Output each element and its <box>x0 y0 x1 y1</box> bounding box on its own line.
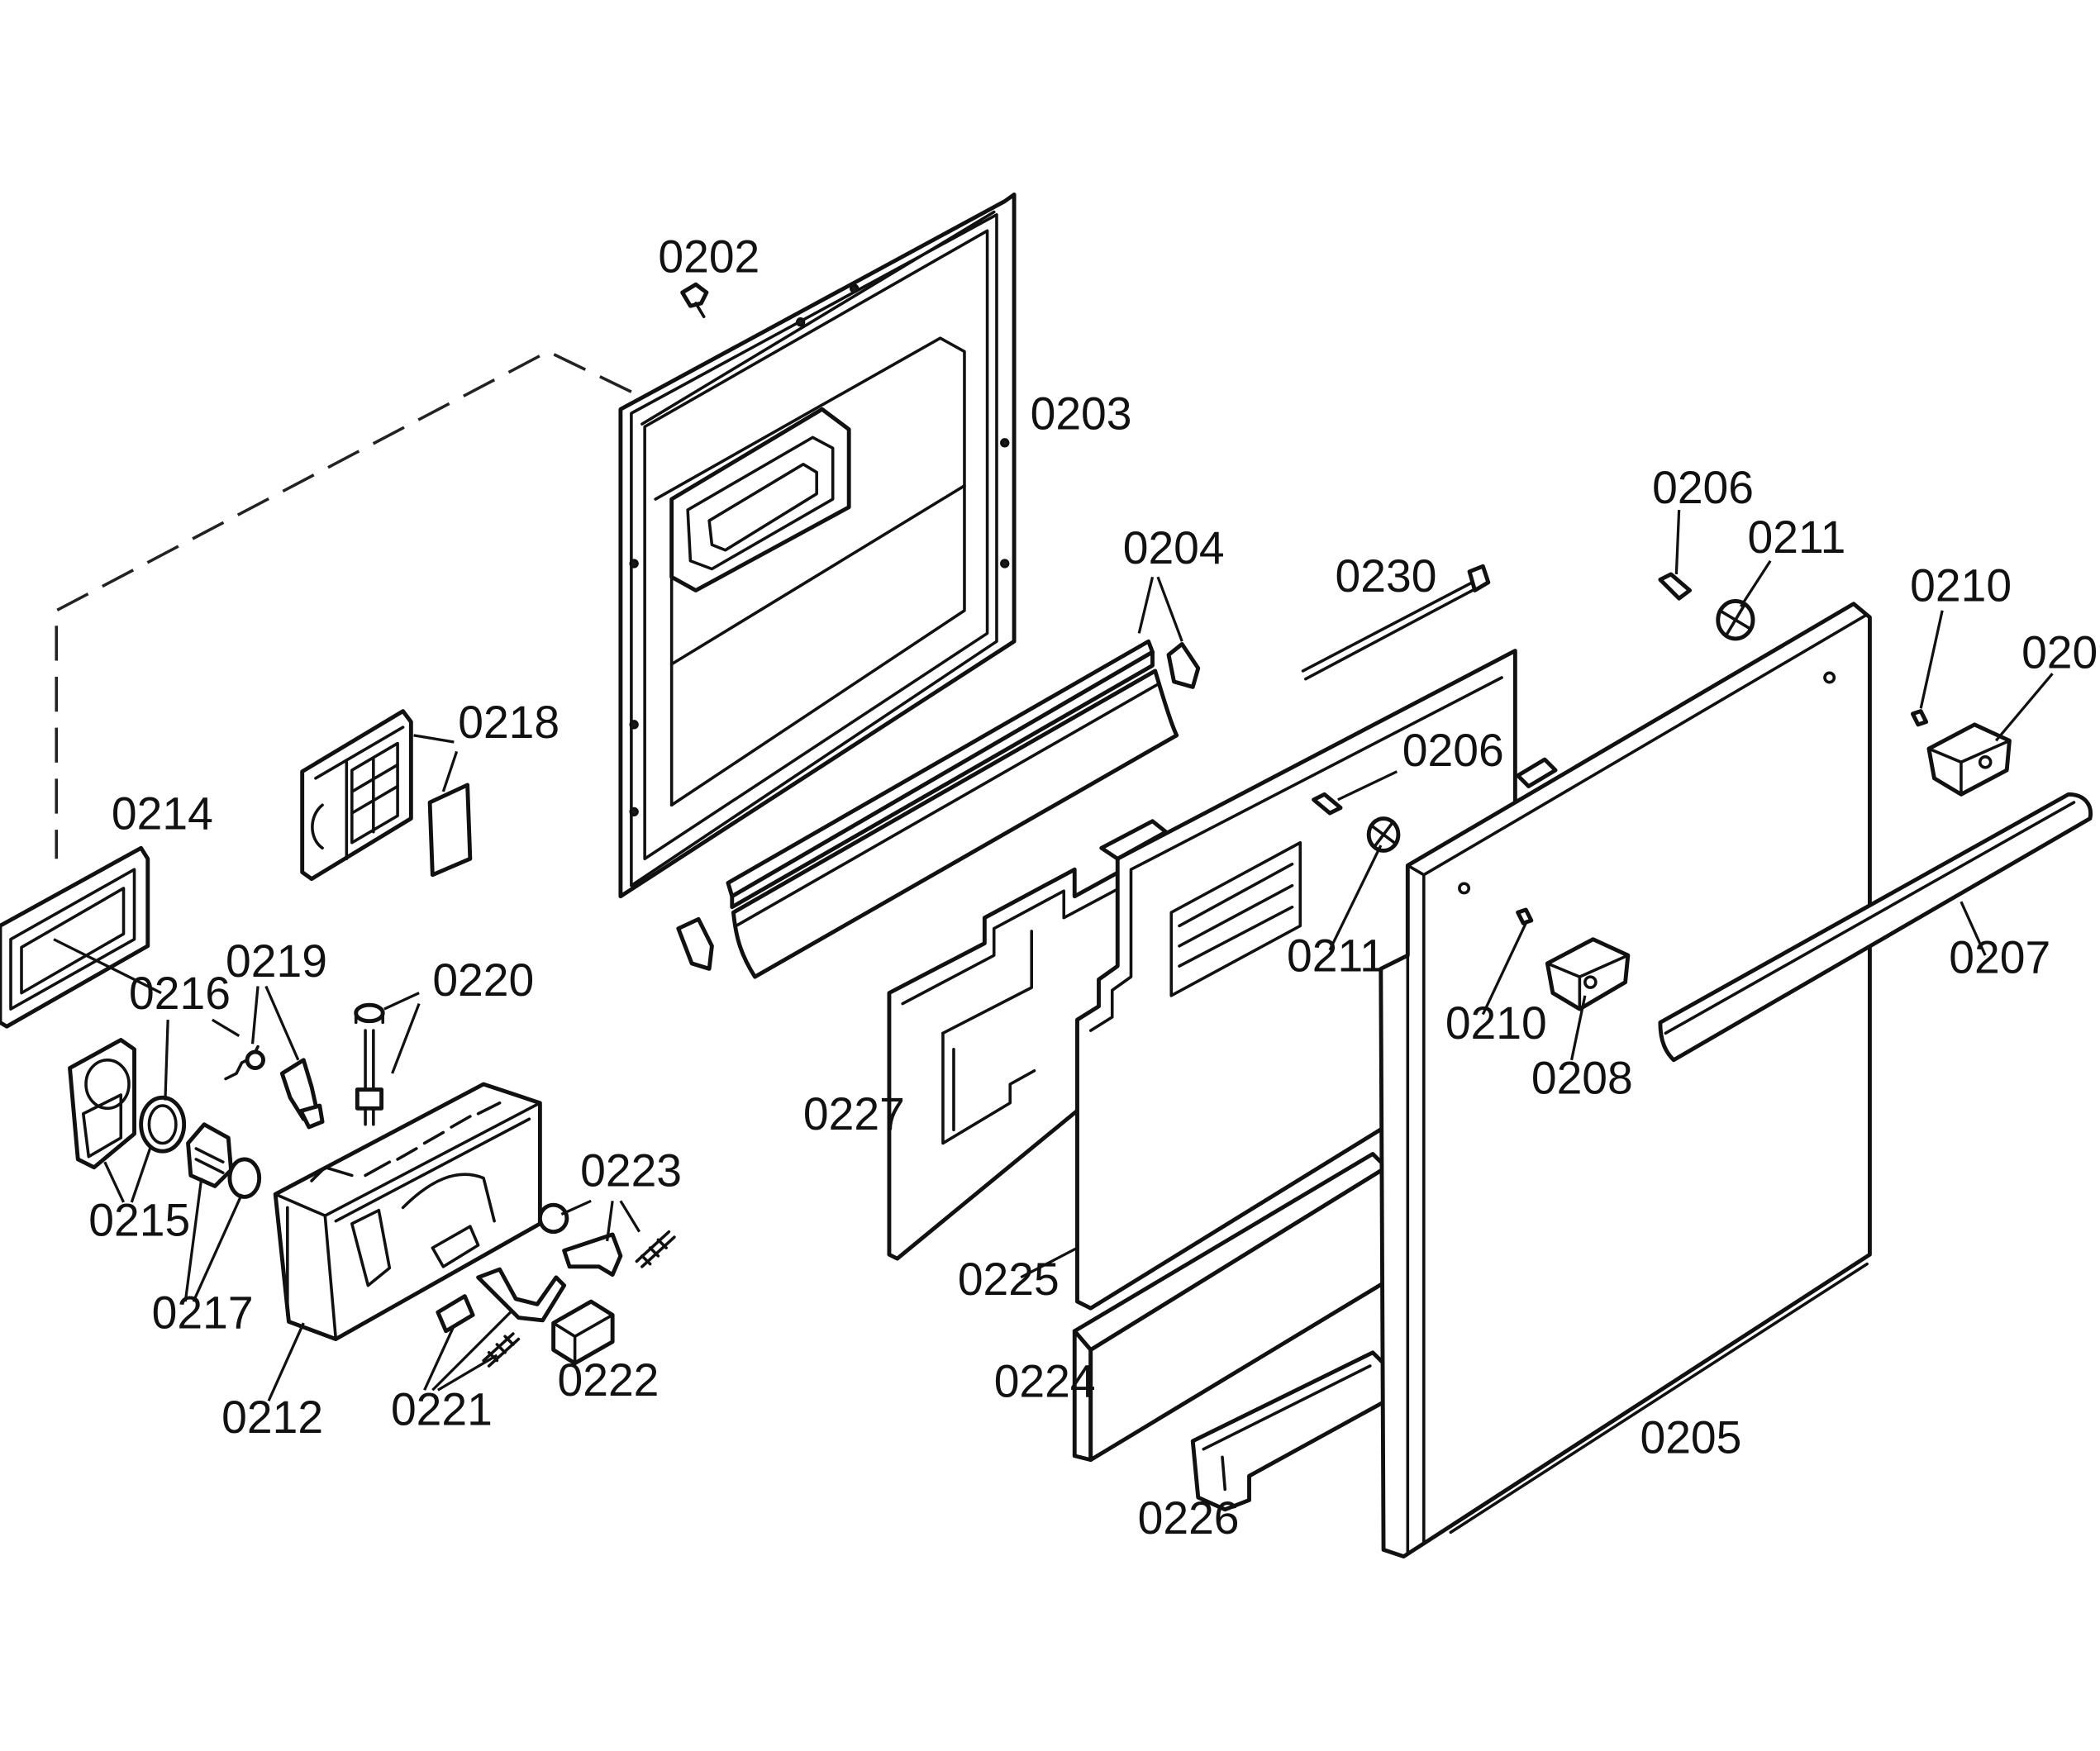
valve-stem <box>354 1002 385 1126</box>
label-0216: 0216 <box>129 968 231 1019</box>
door-handle-bar <box>1658 792 2093 1063</box>
door-switch <box>551 1299 615 1366</box>
latch-lever <box>562 1232 623 1278</box>
vent-assembly <box>300 709 473 882</box>
label-0207: 0207 <box>1949 931 2050 983</box>
label-0206-upper: 0206 <box>1652 462 1754 513</box>
hinge-washer-icon <box>1716 599 1755 641</box>
label-0221: 0221 <box>391 1383 493 1435</box>
label-0220: 0220 <box>432 954 534 1006</box>
door-trim-strip <box>676 639 1201 979</box>
outer-door-panel <box>1379 602 1872 1559</box>
o-ring-icon <box>227 1157 262 1199</box>
label-0211-upper: 0211 <box>1748 512 1846 563</box>
inner-door-panel <box>618 193 1017 899</box>
label-0211-lower: 0211 <box>1287 930 1385 982</box>
dispenser-housing <box>273 1082 542 1341</box>
label-0218: 0218 <box>458 697 560 748</box>
dispenser-cap <box>186 1122 233 1188</box>
handle-end-cap-left <box>1545 937 1631 1011</box>
assembly-guide-line <box>55 350 632 859</box>
label-0209: 0209 <box>2021 627 2100 678</box>
label-0225: 0225 <box>958 1254 1060 1305</box>
label-0224: 0224 <box>994 1355 1096 1406</box>
insulation-pad-front <box>1075 649 1558 1311</box>
label-0208: 0208 <box>1531 1052 1633 1103</box>
label-0203: 0203 <box>1031 388 1132 440</box>
handle-end-cap-right <box>1926 722 2012 797</box>
label-0219: 0219 <box>226 935 327 987</box>
toe-kick-panel <box>1190 1350 1386 1512</box>
insulation-pad-rear <box>887 849 1158 1261</box>
pin-lower-icon <box>1516 907 1534 925</box>
label-0217: 0217 <box>152 1287 254 1339</box>
label-0204: 0204 <box>1123 522 1225 573</box>
latch-arm <box>436 1267 567 1334</box>
latch-spring-icon <box>635 1230 676 1268</box>
spring-lever <box>224 1044 325 1130</box>
hinge-screw-icon <box>1658 572 1693 601</box>
label-0210-upper: 0210 <box>1910 559 2012 611</box>
door-cable <box>1301 564 1491 681</box>
label-0223: 0223 <box>580 1144 682 1196</box>
pin-icon <box>1910 709 1929 727</box>
label-0202: 0202 <box>658 231 760 283</box>
ball-icon <box>537 1202 569 1235</box>
label-0210-lower: 0210 <box>1445 997 1547 1049</box>
label-0230: 0230 <box>1336 550 1437 602</box>
hinge-screw-lower-icon <box>1312 792 1343 816</box>
label-0205: 0205 <box>1640 1412 1741 1463</box>
leader-lines <box>53 509 2054 1401</box>
hinge-washer-lower-icon <box>1366 816 1401 853</box>
label-0222: 0222 <box>557 1354 659 1406</box>
label-0206-lower: 0206 <box>1402 725 1504 776</box>
rinse-aid-cover <box>68 1038 136 1170</box>
label-0212: 0212 <box>221 1392 323 1443</box>
screw-icon <box>680 282 709 319</box>
lower-filler-panel <box>1072 1152 1388 1463</box>
label-0214: 0214 <box>112 788 213 840</box>
label-0227: 0227 <box>803 1088 905 1140</box>
label-0226: 0226 <box>1138 1492 1240 1544</box>
label-0215: 0215 <box>88 1195 190 1246</box>
latch-arm-spring-icon <box>482 1332 521 1368</box>
dispenser-frame-gasket <box>0 845 150 1029</box>
